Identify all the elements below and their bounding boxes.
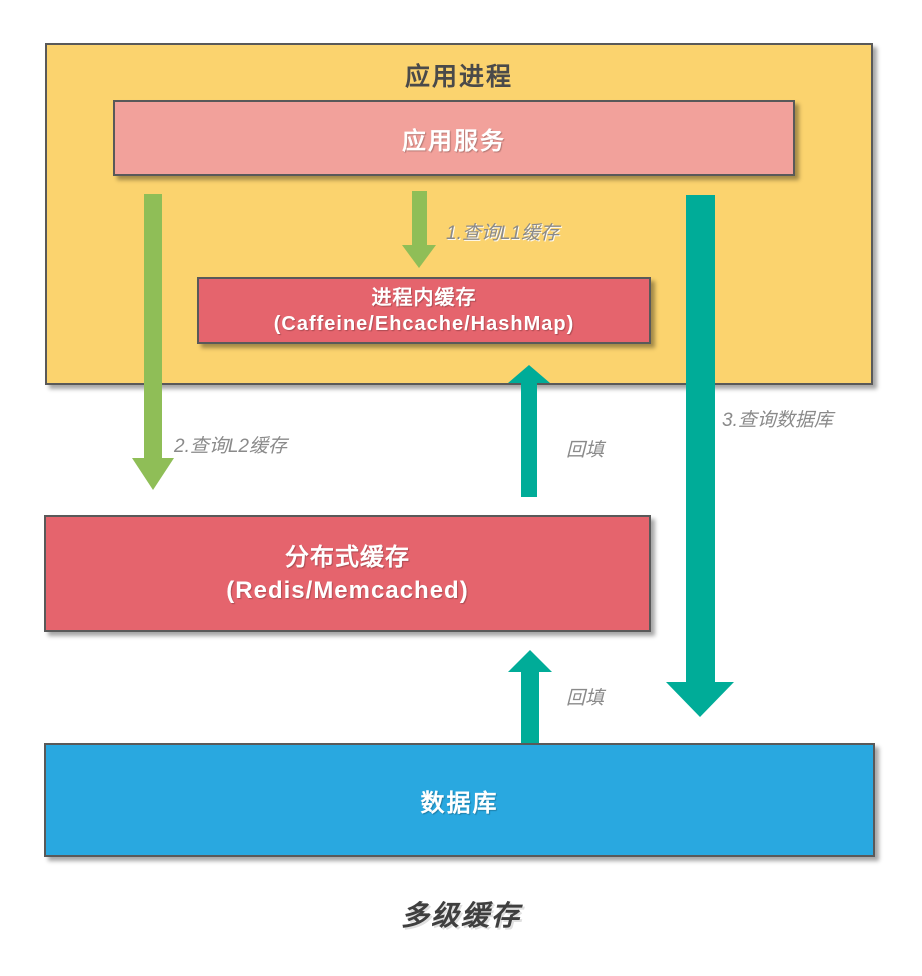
in-process-cache-label: 进程内缓存 (371, 286, 477, 309)
in-process-cache-node: 进程内缓存 (Caffeine/Ehcache/HashMap) (197, 277, 651, 344)
arrow-shaft (521, 672, 539, 743)
app-service-label: 应用服务 (402, 127, 506, 155)
distributed-cache-node: 分布式缓存 (Redis/Memcached) (44, 515, 651, 632)
arrow-shaft (521, 383, 537, 497)
app-process-title: 应用进程 (404, 63, 513, 91)
backfill-l2-arrow-up-icon (508, 650, 552, 743)
arrow-shaft (411, 191, 427, 245)
diagram-caption: 多级缓存 (400, 900, 521, 931)
query-l2-label: 2.查询L2缓存 (174, 436, 287, 457)
arrow-head (508, 365, 550, 383)
database-node: 数据库 (44, 743, 875, 857)
distributed-cache-label: 分布式缓存 (285, 543, 410, 571)
backfill-l2-label: 回填 (566, 688, 605, 709)
backfill-l1-label: 回填 (566, 440, 605, 461)
query-l1-arrow-down-icon (402, 191, 436, 268)
arrow-head (508, 650, 552, 672)
backfill-l1-arrow-up-icon (508, 365, 550, 497)
query-l2-arrow-down-icon (131, 194, 174, 490)
app-service-node: 应用服务 (113, 100, 795, 176)
distributed-cache-sublabel: (Redis/Memcached) (226, 576, 469, 604)
query-l1-label: 1.查询L1缓存 (446, 223, 559, 244)
query-db-arrow-down-icon (666, 195, 734, 717)
arrow-head (402, 245, 436, 268)
query-db-label: 3.查询数据库 (722, 410, 833, 431)
database-label: 数据库 (420, 789, 499, 817)
in-process-cache-sublabel: (Caffeine/Ehcache/HashMap) (273, 312, 575, 335)
arrow-shaft (143, 194, 162, 458)
arrow-head (666, 682, 734, 717)
arrow-shaft (685, 195, 715, 682)
arrow-head (131, 458, 174, 490)
